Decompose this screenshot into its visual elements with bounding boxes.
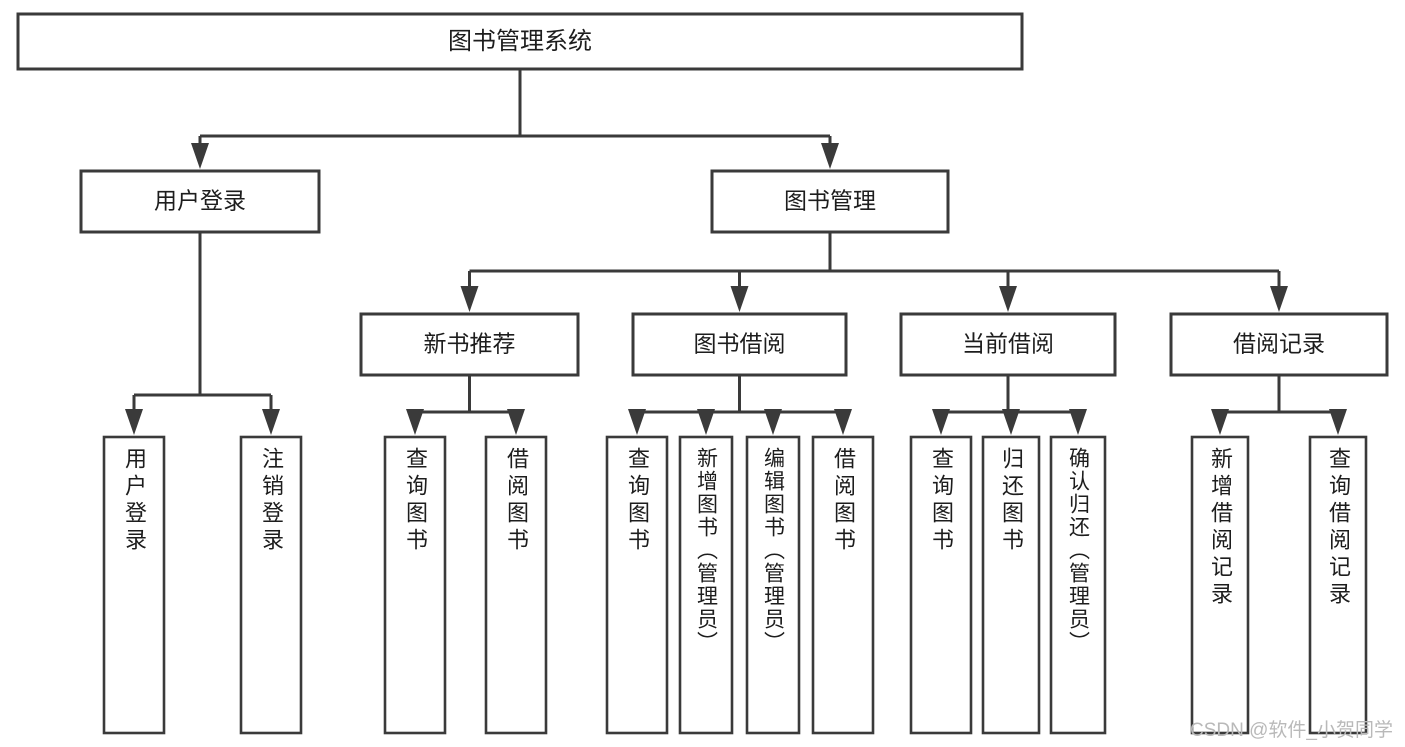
arrow-head-icon: [460, 286, 479, 312]
arrow-head-icon: [821, 143, 839, 169]
node-box-leaf-5[interactable]: [678, 435, 734, 735]
csdn-watermark: CSDN @软件_小贺同学: [1190, 720, 1393, 741]
arrow-head-icon: [507, 409, 525, 435]
arrow-head-icon: [999, 286, 1017, 312]
node-box-leaf-4[interactable]: [605, 435, 669, 735]
arrow-head-icon: [628, 409, 646, 435]
arrow-head-icon: [1002, 409, 1020, 435]
arrow-head-icon: [730, 286, 749, 312]
node-label-level2-1: 图书管理: [784, 188, 876, 214]
node-label-level2-0: 用户登录: [154, 188, 246, 214]
arrow-head-icon: [834, 409, 852, 435]
arrow-head-icon: [764, 409, 782, 435]
node-box-leaf-12[interactable]: [1308, 435, 1368, 735]
node-box-leaf-2[interactable]: [383, 435, 447, 735]
node-box-level3-1[interactable]: [631, 312, 848, 377]
node-label-level3-3: 借阅记录: [1233, 331, 1325, 357]
node-label-root: 图书管理系统: [448, 28, 592, 55]
arrow-head-icon: [932, 409, 950, 435]
node-box-level2-1[interactable]: [710, 169, 950, 234]
node-box-level3-3[interactable]: [1169, 312, 1389, 377]
node-box-level3-0[interactable]: [359, 312, 580, 377]
arrow-head-icon: [262, 409, 280, 435]
arrow-head-icon: [406, 409, 424, 435]
node-box-leaf-6[interactable]: [745, 435, 801, 735]
node-box-leaf-7[interactable]: [811, 435, 875, 735]
arrow-head-icon: [1069, 409, 1087, 435]
node-box-leaf-11[interactable]: [1190, 435, 1250, 735]
node-box-leaf-3[interactable]: [484, 435, 548, 735]
node-box-leaf-1[interactable]: [239, 435, 303, 735]
node-box-leaf-9[interactable]: [981, 435, 1041, 735]
arrow-head-icon: [1211, 409, 1229, 435]
node-label-level3-0: 新书推荐: [424, 331, 516, 357]
arrow-head-icon: [697, 409, 715, 435]
node-box-leaf-8[interactable]: [909, 435, 973, 735]
node-box-root[interactable]: [16, 12, 1024, 71]
node-label-level3-2: 当前借阅: [962, 331, 1054, 357]
arrow-head-icon: [1329, 409, 1347, 435]
node-box-level2-0[interactable]: [79, 169, 321, 234]
node-box-leaf-10[interactable]: [1049, 435, 1107, 735]
arrow-head-icon: [125, 409, 143, 435]
node-label-level3-1: 图书借阅: [694, 331, 786, 357]
node-box-level3-2[interactable]: [899, 312, 1117, 377]
arrow-head-icon: [191, 143, 209, 169]
arrow-head-icon: [1270, 286, 1288, 312]
node-box-leaf-0[interactable]: [102, 435, 166, 735]
